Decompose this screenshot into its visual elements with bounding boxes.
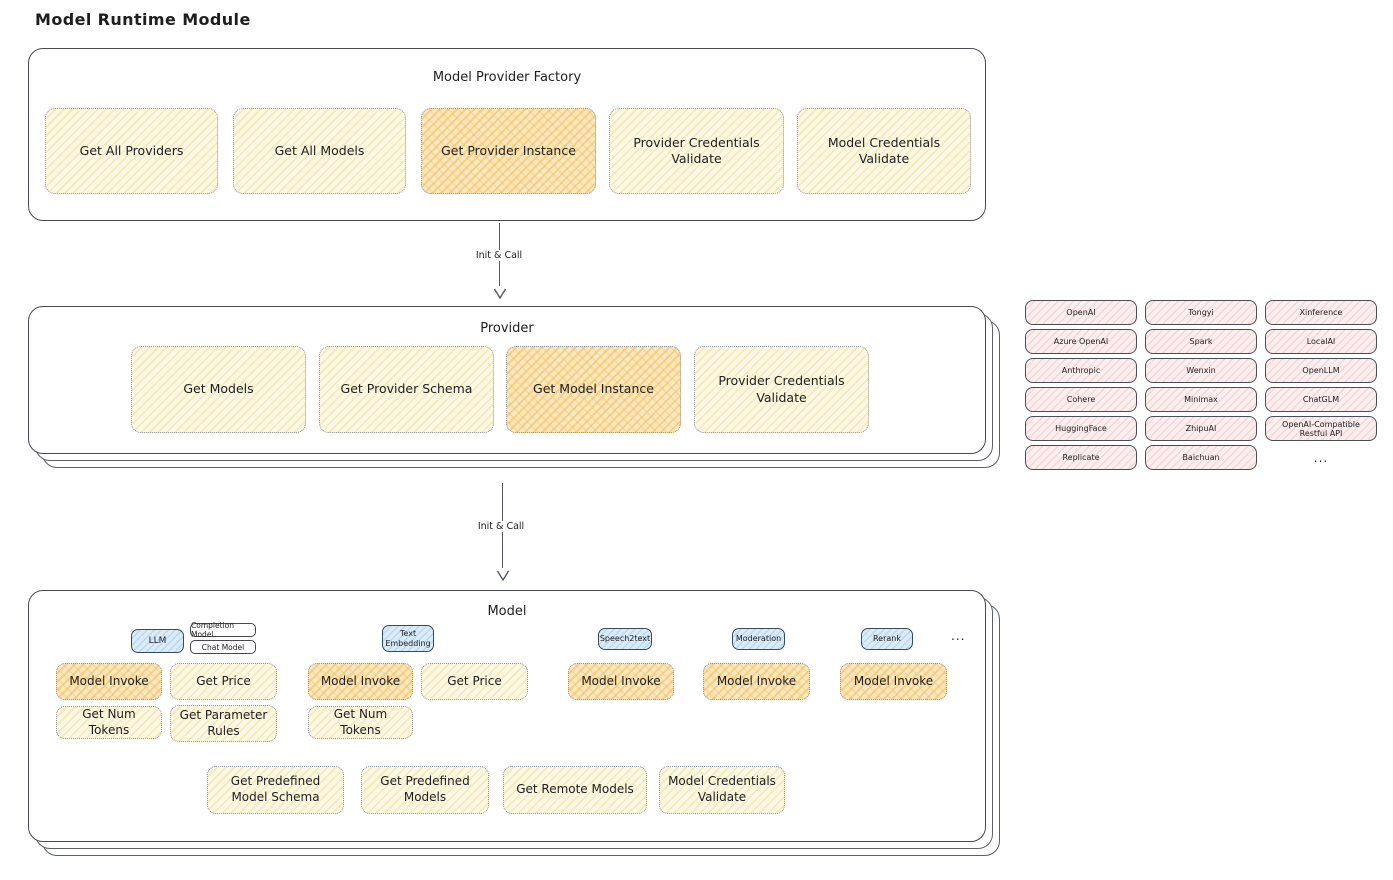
model-section: Model LLM Completion Model Chat Model Te… [28,590,986,842]
llm-get-price-node: Get Price [170,663,277,700]
llm-get-num-tokens-node: Get Num Tokens [56,706,162,739]
model-title: Model [487,604,527,619]
provider-pill: LocalAI [1265,329,1377,354]
tag-moderation: Moderation [732,628,785,650]
factory-get-all-providers-node: Get All Providers [45,108,218,194]
provider-pill: Xinference [1265,300,1377,325]
rerank-model-invoke-node: Model Invoke [840,663,947,700]
embedding-get-price-node: Get Price [421,663,528,700]
embedding-get-num-tokens-node: Get Num Tokens [308,706,413,739]
provider-pill: ChatGLM [1265,387,1377,412]
provider-pill: Replicate [1025,445,1137,470]
tag-llm: LLM [131,629,184,653]
llm-get-parameter-rules-node: Get Parameter Rules [170,705,277,742]
tag-chat-model: Chat Model [190,640,256,654]
providers-grid: OpenAI Tongyi Xinference Azure OpenAI Sp… [1025,300,1377,470]
provider-title: Provider [480,321,534,336]
provider-pill: OpenAI [1025,300,1137,325]
provider-get-model-instance-node: Get Model Instance [506,346,681,433]
provider-get-models-node: Get Models [131,346,306,433]
get-predefined-model-schema-node: Get Predefined Model Schema [207,766,344,814]
provider-pill: Cohere [1025,387,1137,412]
providers-more-ellipsis: ... [1313,450,1329,465]
provider-pill: Wenxin [1145,358,1257,383]
get-predefined-models-node: Get Predefined Models [361,766,489,814]
provider-pill: Minimax [1145,387,1257,412]
provider-credentials-validate-node: Provider Credentials Validate [694,346,869,433]
provider-get-provider-schema-node: Get Provider Schema [319,346,494,433]
init-call-label-1: Init & Call [471,250,527,261]
factory-section: Model Provider Factory Get All Providers… [28,48,986,221]
llm-model-invoke-node: Model Invoke [56,663,162,700]
factory-provider-credentials-validate-node: Provider Credentials Validate [609,108,784,194]
provider-pill: OpenLLM [1265,358,1377,383]
provider-pill: ZhipuAI [1145,416,1257,441]
provider-pill: Spark [1145,329,1257,354]
provider-pill: Azure OpenAI [1025,329,1137,354]
factory-title: Model Provider Factory [432,70,582,85]
provider-section: Provider Get Models Get Provider Schema … [28,306,986,454]
tag-rerank: Rerank [861,628,913,650]
provider-pill: Tongyi [1145,300,1257,325]
moderation-model-invoke-node: Model Invoke [703,663,810,700]
arrow-head-icon [496,566,510,585]
tags-more-ellipsis: ... [951,629,966,643]
init-call-label-2: Init & Call [473,521,529,532]
model-credentials-validate-node: Model Credentials Validate [659,766,785,814]
get-remote-models-node: Get Remote Models [503,766,647,814]
provider-pill: Baichuan [1145,445,1257,470]
speech2text-model-invoke-node: Model Invoke [568,663,674,700]
factory-model-credentials-validate-node: Model Credentials Validate [797,108,971,194]
factory-get-provider-instance-node: Get Provider Instance [421,108,596,194]
page-title: Model Runtime Module [35,10,251,29]
provider-pill: Anthropic [1025,358,1137,383]
embedding-model-invoke-node: Model Invoke [308,663,413,700]
provider-pill: HuggingFace [1025,416,1137,441]
tag-text-embedding: Text Embedding [382,625,434,652]
provider-pill: OpenAI-Compatible Restful API [1265,416,1377,441]
tag-speech2text: Speech2text [598,628,652,650]
tag-completion-model: Completion Model [190,621,256,639]
arrow-head-icon [493,284,507,303]
factory-get-all-models-node: Get All Models [233,108,406,194]
